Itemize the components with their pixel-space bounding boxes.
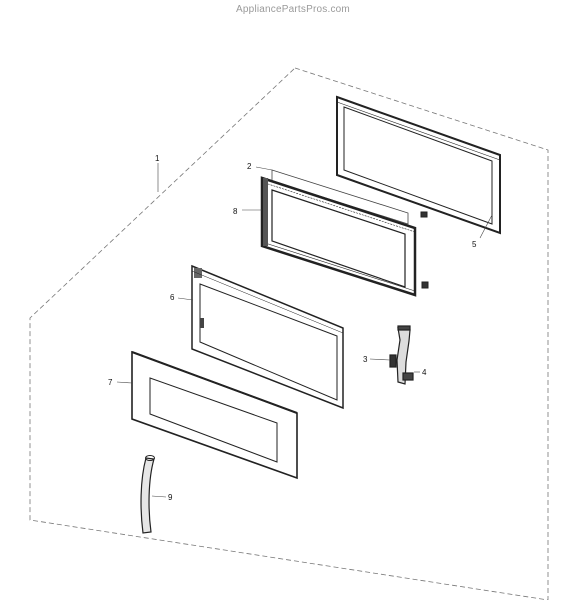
- site-watermark: AppliancePartsPros.com: [236, 4, 350, 15]
- callout-6: 6: [170, 293, 175, 302]
- callout-4: 4: [422, 368, 427, 377]
- leader-lines: [116, 163, 493, 498]
- assembly-boundary: [29, 67, 549, 600]
- callout-2: 2: [247, 162, 252, 171]
- callout-1: 1: [155, 154, 160, 163]
- part-5-door-frame: [336, 95, 501, 235]
- part-2-choke-cover: [271, 169, 409, 225]
- part-7-front-frame: [131, 350, 298, 480]
- part-8-inner-frame: [260, 176, 429, 297]
- callout-9: 9: [168, 493, 173, 502]
- part-3-4-latch-assembly: [389, 325, 414, 385]
- callout-3: 3: [363, 355, 368, 364]
- callout-7: 7: [108, 378, 113, 387]
- callout-8: 8: [233, 207, 238, 216]
- part-9-tube: [140, 455, 155, 534]
- part-6-door-glass: [191, 264, 344, 410]
- callout-5: 5: [472, 240, 477, 249]
